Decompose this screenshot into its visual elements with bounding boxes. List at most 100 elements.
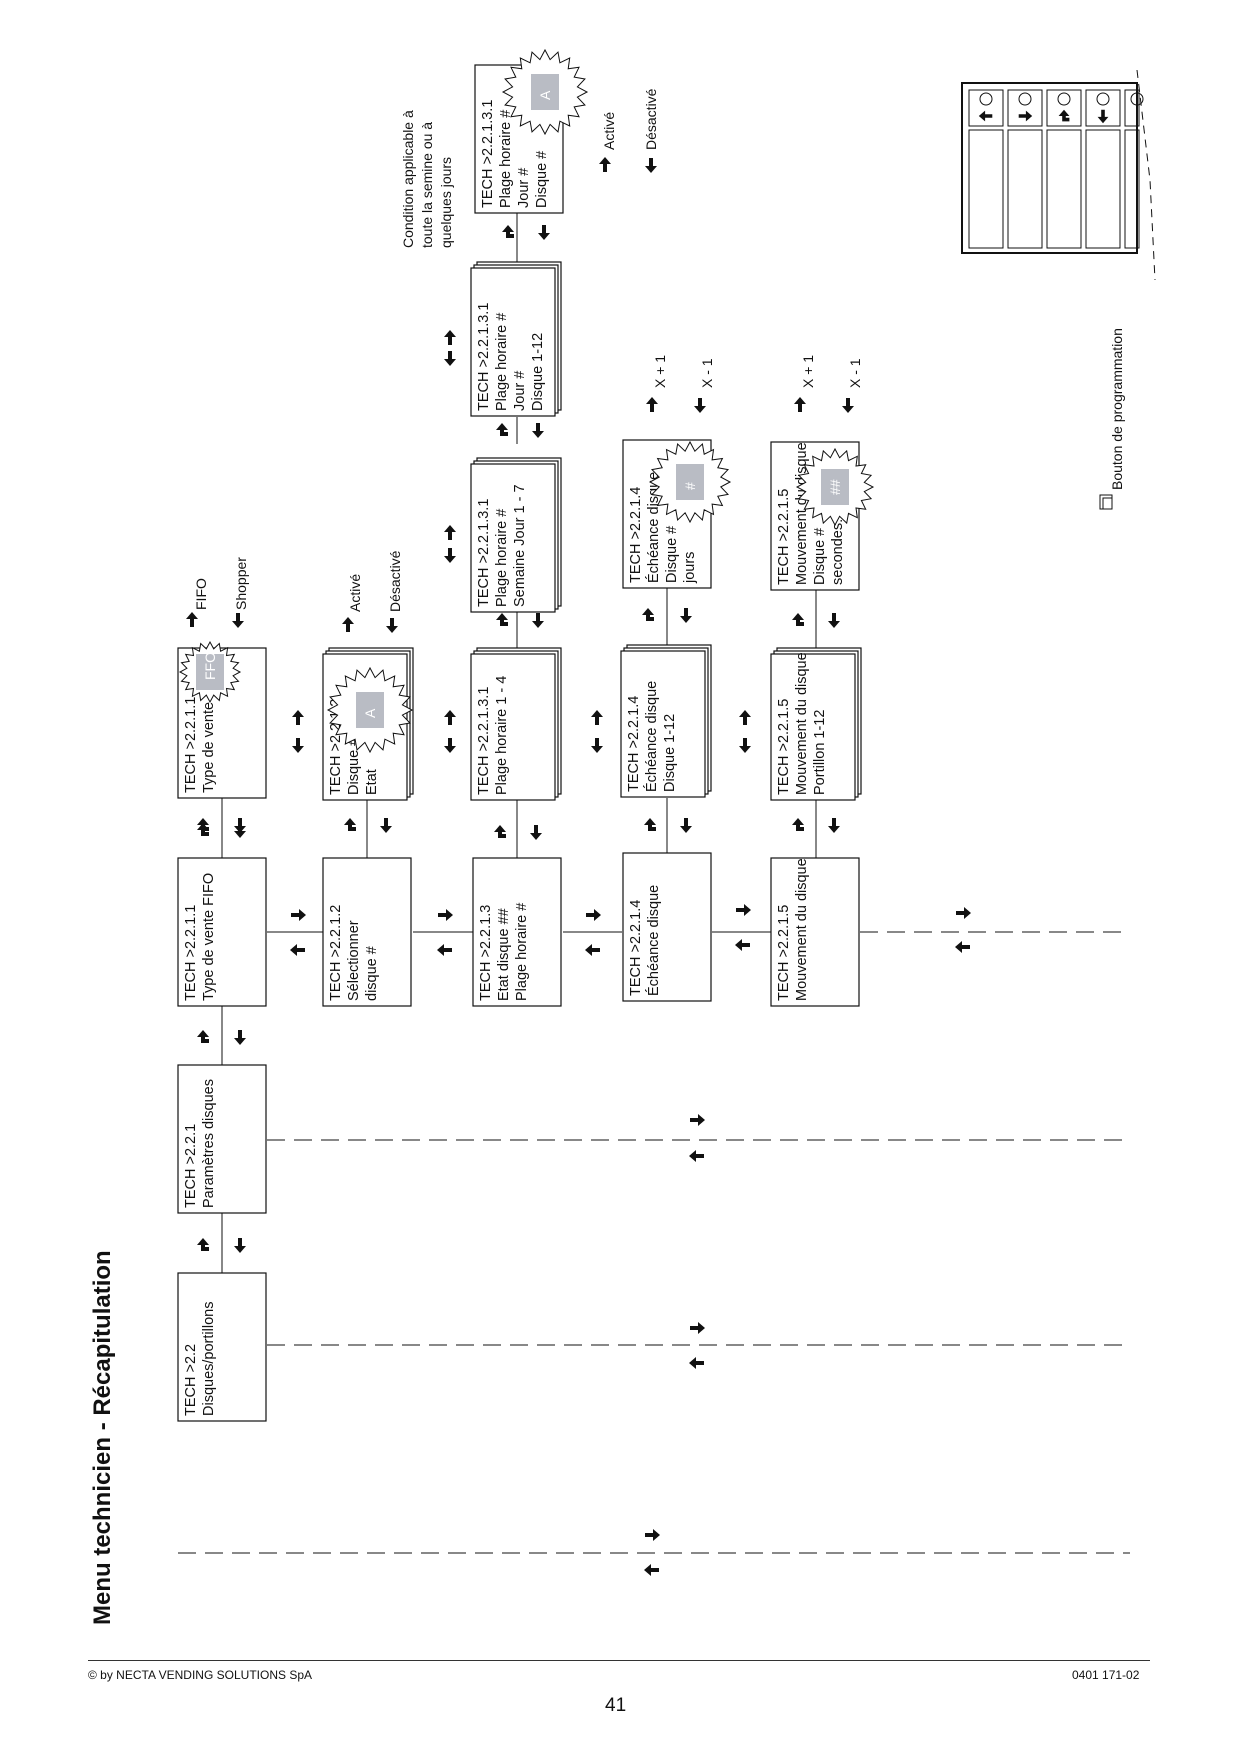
arrow-icon [444, 738, 456, 753]
arrow-icon [532, 613, 544, 628]
arrow-icon [494, 825, 506, 838]
arrow-icon [444, 525, 456, 540]
box-text-line: TECH >2.2.1.4 [626, 696, 642, 792]
box-text-line: Type de vente [201, 702, 217, 793]
side-label: Activé [347, 574, 363, 612]
box-text-line: disque # [364, 946, 380, 1001]
copyright: © by NECTA VENDING SOLUTIONS SpA [88, 1668, 313, 1682]
arrow-icon [694, 398, 706, 413]
arrow-icon [292, 710, 304, 725]
box-text-line: Échéance disque [645, 472, 662, 583]
box-tech-2-2-1-3 [472, 857, 562, 1007]
display-value-bg [196, 654, 224, 690]
arrow-icon [689, 1150, 704, 1162]
box-tech-2-2-1-5 [770, 857, 860, 1007]
side-label: FIFO [193, 578, 209, 610]
arrow-icon [585, 944, 600, 956]
box-text-line: Type de vente FIFO [201, 873, 217, 1001]
box-text-line: TECH >2.2.1.4 [628, 900, 644, 996]
arrow-icon [496, 613, 508, 626]
arrow-icon [290, 944, 305, 956]
display-value-bg [356, 692, 384, 728]
box-text-line: Disque # [346, 738, 362, 795]
side-label: Désactivé [387, 550, 403, 612]
side-label: Shopper [233, 557, 249, 610]
display-value-bg [676, 464, 704, 500]
arrow-icon [586, 909, 601, 921]
burst-value: FFO [202, 652, 218, 680]
arrow-icon [532, 423, 544, 438]
side-label: X - 1 [699, 358, 715, 388]
arrow-icon [690, 1322, 705, 1334]
arrow-icon [955, 941, 970, 953]
box-tech-2-2-1 [177, 1064, 267, 1214]
box-tech-2-2-1-1 [177, 857, 267, 1007]
arrow-icon [386, 618, 398, 633]
keypad-arrow-icon [1058, 109, 1070, 122]
arrow-icon [342, 617, 354, 632]
box-text-line: Jour # [512, 371, 528, 411]
side-label: X + 1 [800, 355, 816, 388]
box-tech-2-2-1-4-a [620, 650, 706, 798]
arrow-icon [380, 818, 392, 833]
box-text-line: Plage horaire # [494, 509, 510, 607]
burst-value: ## [827, 479, 843, 495]
arrow-icon [739, 738, 751, 753]
arrow-icon [680, 818, 692, 833]
box-text-line: Disque 1-12 [530, 333, 546, 411]
arrow-icon [197, 1030, 209, 1043]
arrow-icon [291, 909, 306, 921]
box-text-line: Plage horaire 1 - 4 [494, 676, 510, 795]
box-text-line: TECH >2.2.1.3.1 [476, 303, 492, 411]
arrow-icon [792, 818, 804, 831]
display-value-bg [531, 74, 559, 110]
arrow-icon [956, 907, 971, 919]
page-number: 41 [605, 1695, 627, 1716]
page-title: Menu technicien - Récapitulation [89, 1250, 116, 1625]
arrow-icon [644, 818, 656, 831]
box-text-line: Disques/portillons [201, 1302, 217, 1416]
box-text-line: Etat disque ## [496, 908, 512, 1001]
box-text-line: Jour # [516, 168, 532, 208]
display-value-bg [821, 469, 849, 505]
box-text-line: TECH >2.2.1.1 [183, 905, 199, 1001]
condition-note: quelques jours [438, 157, 454, 248]
box-text-line: Etat [364, 769, 380, 795]
box-text-line: Disque # [664, 526, 680, 583]
side-label: X - 1 [847, 358, 863, 388]
arrow-icon [496, 423, 508, 436]
arrow-icon [444, 710, 456, 725]
condition-note: toute la semine ou à [419, 122, 435, 248]
arrow-icon [599, 157, 611, 172]
doc-ref: 0401 171-02 [1072, 1668, 1140, 1682]
footer-rule [88, 1660, 1150, 1661]
side-label: Bouton de programmation [1109, 328, 1125, 490]
burst-value: # [682, 482, 698, 490]
box-text-line: Disque # [534, 151, 550, 208]
programming-button-icon [1099, 494, 1113, 510]
side-label: X + 1 [652, 355, 668, 388]
arrow-icon [828, 613, 840, 628]
keypad-arrow-icon [1018, 110, 1033, 122]
box-text-line: TECH >2.2.1.5 [776, 489, 792, 585]
arrow-icon [642, 608, 654, 621]
arrow-icon [538, 225, 550, 240]
box-text-line: Échéance disque [643, 681, 660, 792]
box-tech-2-2-1-3-1-c [470, 267, 556, 417]
arrow-icon [690, 1114, 705, 1126]
box-text-line: jours [682, 552, 698, 584]
dashed-lines [178, 931, 1130, 1554]
box-tech-2-2 [177, 1272, 267, 1422]
arrow-icon [792, 613, 804, 626]
arrow-icon [736, 904, 751, 916]
arrow-icon [735, 939, 750, 951]
box-tech-2-2-1-5-a [770, 653, 856, 801]
box-text-line: TECH >2.2.1.3 [478, 905, 494, 1001]
arrow-icon [437, 944, 452, 956]
box-text-line: TECH >2.2.1.5 [776, 699, 792, 795]
connector-lines [221, 213, 817, 1273]
side-label: Désactivé [643, 88, 659, 150]
arrow-icon [680, 608, 692, 623]
box-text-line: TECH >2.2.1.5 [776, 905, 792, 1001]
